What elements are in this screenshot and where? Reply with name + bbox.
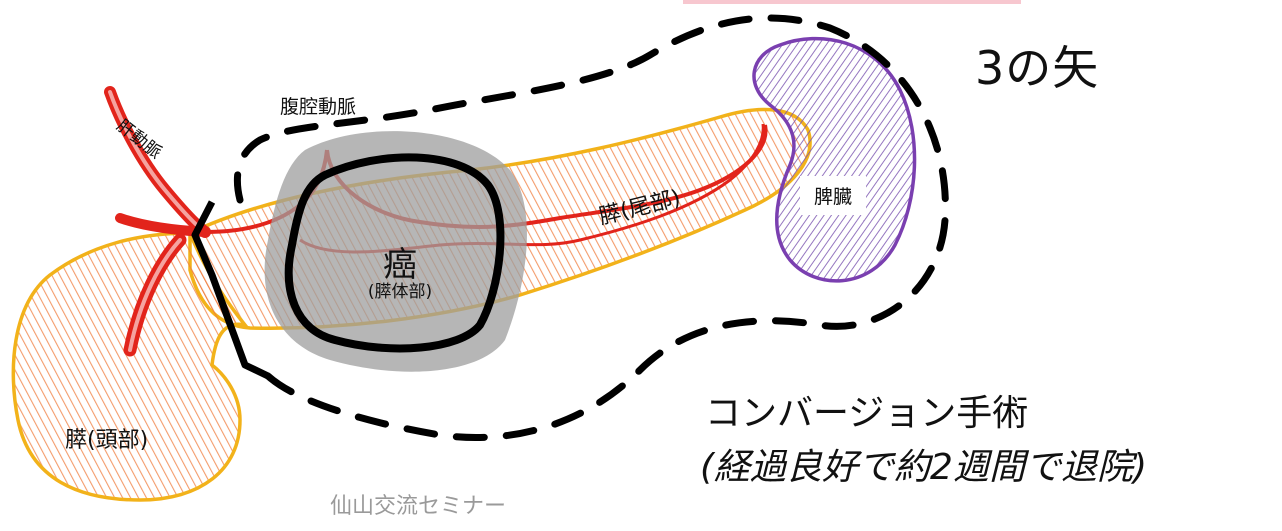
title-note: 3の矢 <box>975 41 1100 95</box>
gastroduodenal-artery-inner <box>128 238 182 352</box>
hepatic-artery <box>104 86 211 238</box>
tumor-outline <box>284 153 505 353</box>
label-cancer: 癌 <box>383 245 417 285</box>
procedure-outcome: (経過良好で約2週間で退院) <box>700 447 1147 488</box>
label-pancreas-head: 膵(頭部) <box>65 428 149 453</box>
label-cancer-location: (膵体部) <box>367 281 433 302</box>
procedure-name: コンバージョン手術 <box>705 393 1029 434</box>
spleen <box>752 36 917 283</box>
tumor-label: 癌 (膵体部) <box>345 245 455 302</box>
hepatic-artery-inner <box>108 90 207 234</box>
resection-line <box>191 200 270 380</box>
footer-text: 仙山交流セミナー <box>330 494 507 519</box>
label-celiac-artery: 腹腔動脈 <box>280 96 357 118</box>
tumor-shadow <box>264 131 527 372</box>
label-spleen: 脾臓 <box>800 176 867 215</box>
resection-boundary-dashed <box>233 14 949 441</box>
top-accent-bar <box>683 0 1021 4</box>
